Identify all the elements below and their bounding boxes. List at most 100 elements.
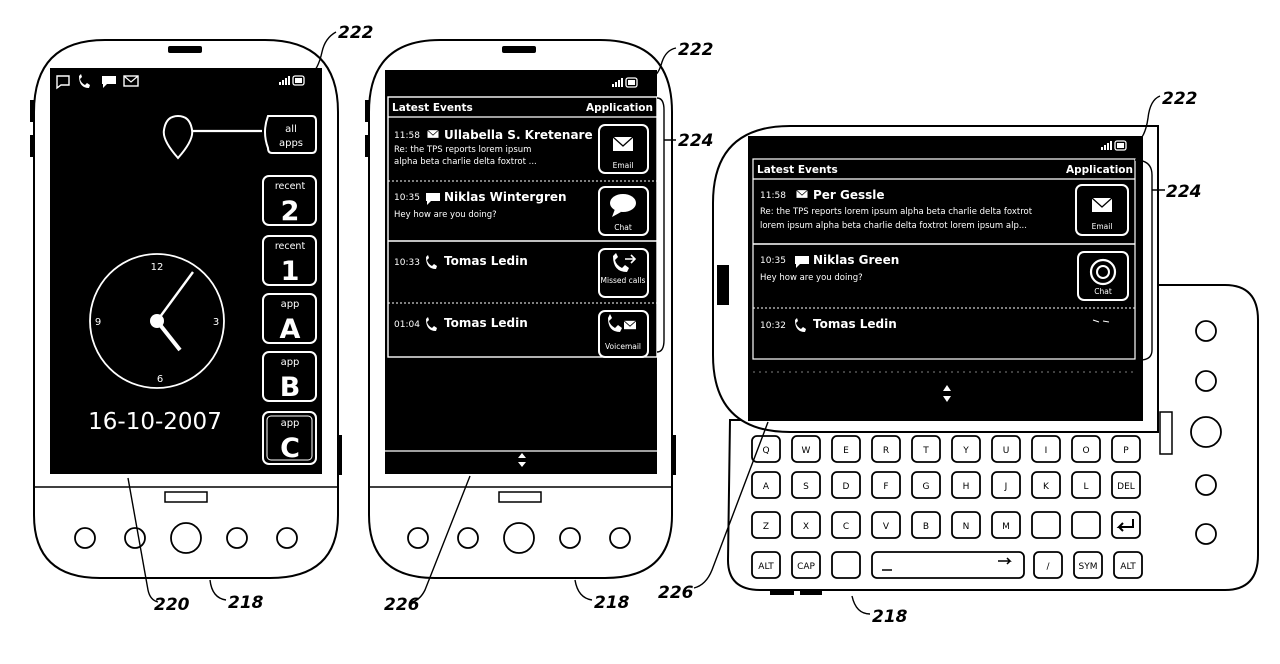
hardware-button[interactable] — [170, 522, 202, 554]
scroll-indicator[interactable] — [518, 453, 526, 467]
event-row[interactable]: 10:35 Niklas Wintergren Hey how are you … — [394, 186, 649, 236]
hardware-button[interactable] — [457, 527, 479, 549]
keyboard-key[interactable]: V — [871, 511, 901, 539]
chat-app-icon[interactable]: Chat — [598, 186, 649, 236]
bracket-line — [1134, 159, 1165, 361]
keyboard-key[interactable]: / — [1033, 551, 1063, 579]
missed-calls-app-icon[interactable]: Missed calls — [598, 248, 649, 298]
keyboard-key[interactable]: O — [1071, 435, 1101, 463]
event-row[interactable]: 10:33 Tomas Ledin Missed calls — [394, 248, 649, 298]
event-row[interactable]: 10:32 Tomas Ledin — [760, 317, 1110, 332]
missed-call-icon — [426, 255, 437, 269]
email-app-icon[interactable]: Email — [1075, 184, 1129, 236]
tile-all-apps[interactable]: all apps — [264, 115, 317, 154]
keyboard-key[interactable]: D — [831, 471, 861, 499]
keyboard-key[interactable]: P — [1111, 435, 1141, 463]
keyboard-key[interactable]: X — [791, 511, 821, 539]
keyboard-key[interactable]: A — [751, 471, 781, 499]
events-header-app: Application — [586, 102, 653, 114]
events-header-app: Application — [1066, 164, 1133, 176]
keyboard-key-label: Q — [762, 446, 769, 456]
keyboard-key[interactable]: Y — [951, 435, 981, 463]
event-preview: Hey how are you doing? — [394, 210, 497, 220]
app-icon-label: Email — [1092, 222, 1113, 231]
scroll-indicator[interactable] — [943, 385, 951, 402]
event-preview: Hey how are you doing? — [760, 273, 863, 283]
keyboard-key-label: N — [963, 522, 970, 532]
reference-labels — [127, 31, 1165, 615]
hardware-button[interactable] — [74, 527, 96, 549]
hardware-button[interactable] — [124, 527, 146, 549]
tile-recent-2[interactable]: recent 2 — [262, 175, 317, 227]
tile-app-c[interactable]: app C — [262, 411, 317, 465]
hardware-button[interactable] — [407, 527, 429, 549]
event-contact: Niklas Wintergren — [444, 190, 567, 204]
keyboard-key[interactable]: F — [871, 471, 901, 499]
keyboard-key[interactable]: I — [1031, 435, 1061, 463]
enter-key[interactable] — [1111, 511, 1141, 539]
hardware-button[interactable] — [503, 522, 535, 554]
keyboard-key[interactable]: ALT — [1113, 551, 1143, 579]
keyboard-key[interactable]: E — [831, 435, 861, 463]
keyboard-key[interactable]: Z — [751, 511, 781, 539]
hardware-button[interactable] — [1195, 523, 1217, 545]
keyboard-key[interactable]: Q — [751, 435, 781, 463]
keyboard-key[interactable] — [1031, 511, 1061, 539]
side-slot — [1159, 411, 1173, 455]
hardware-button[interactable] — [226, 527, 248, 549]
hardware-button[interactable] — [1195, 370, 1217, 392]
keyboard-key[interactable]: R — [871, 435, 901, 463]
status-icon-chat — [102, 76, 116, 88]
hardware-button[interactable] — [1190, 416, 1222, 448]
keyboard-key[interactable]: T — [911, 435, 941, 463]
ref-label-222: 222 — [338, 23, 374, 43]
keyboard-key[interactable]: DEL — [1111, 471, 1141, 499]
keyboard-key[interactable]: L — [1071, 471, 1101, 499]
keyboard-key[interactable]: SYM — [1073, 551, 1103, 579]
tile-recent-1[interactable]: recent 1 — [262, 235, 317, 287]
voicemail-app-icon[interactable]: Voicemail — [598, 310, 649, 358]
keyboard-key[interactable]: C — [831, 511, 861, 539]
keyboard-key[interactable]: CAP — [791, 551, 821, 579]
keyboard-key[interactable]: H — [951, 471, 981, 499]
event-row[interactable]: 11:58 Ullabella S. Kretenare Re: the TPS… — [394, 124, 649, 174]
hardware-button[interactable] — [276, 527, 298, 549]
side-button-right — [337, 435, 342, 475]
ref-label-222: 222 — [1162, 89, 1198, 109]
keyboard-key[interactable] — [831, 551, 861, 579]
keyboard-key[interactable] — [1071, 511, 1101, 539]
event-time: 10:33 — [394, 258, 420, 268]
event-time: 10:32 — [760, 321, 786, 331]
keyboard-key[interactable]: W — [791, 435, 821, 463]
keyboard-key[interactable]: J — [991, 471, 1021, 499]
keyboard-key-label: J — [1004, 482, 1008, 492]
hardware-button[interactable] — [559, 527, 581, 549]
email-app-icon[interactable]: Email — [598, 124, 649, 174]
keyboard-key[interactable]: B — [911, 511, 941, 539]
event-row[interactable]: 11:58 Per Gessle Re: the TPS reports lor… — [760, 184, 1129, 236]
hardware-button[interactable] — [1195, 320, 1217, 342]
side-button-right — [671, 435, 676, 475]
analog-clock: 12 3 6 9 — [89, 253, 225, 389]
keyboard-key-label: F — [883, 482, 888, 492]
leader-line — [309, 31, 337, 76]
keyboard-key[interactable]: U — [991, 435, 1021, 463]
tile-app-a[interactable]: app A — [262, 293, 317, 345]
keyboard-key[interactable]: S — [791, 471, 821, 499]
keyboard-key[interactable]: G — [911, 471, 941, 499]
keyboard-key-label: X — [803, 522, 809, 532]
keyboard-key[interactable]: K — [1031, 471, 1061, 499]
keyboard-key[interactable]: ALT — [751, 551, 781, 579]
event-row[interactable]: 10:35 Niklas Green Hey how are you doing… — [760, 251, 1129, 301]
hardware-button[interactable] — [609, 527, 631, 549]
keyboard-key[interactable]: M — [991, 511, 1021, 539]
hardware-button[interactable] — [1195, 474, 1217, 496]
app-icon-label: Chat — [1094, 287, 1112, 296]
ref-label-226: 226 — [658, 583, 694, 603]
spacebar-key[interactable] — [871, 551, 1025, 579]
tile-app-b[interactable]: app B — [262, 351, 317, 403]
chat-app-icon[interactable]: Chat — [1077, 251, 1129, 301]
event-row[interactable]: 01:04 Tomas Ledin Voicemail — [394, 310, 649, 358]
keyboard-key[interactable]: N — [951, 511, 981, 539]
